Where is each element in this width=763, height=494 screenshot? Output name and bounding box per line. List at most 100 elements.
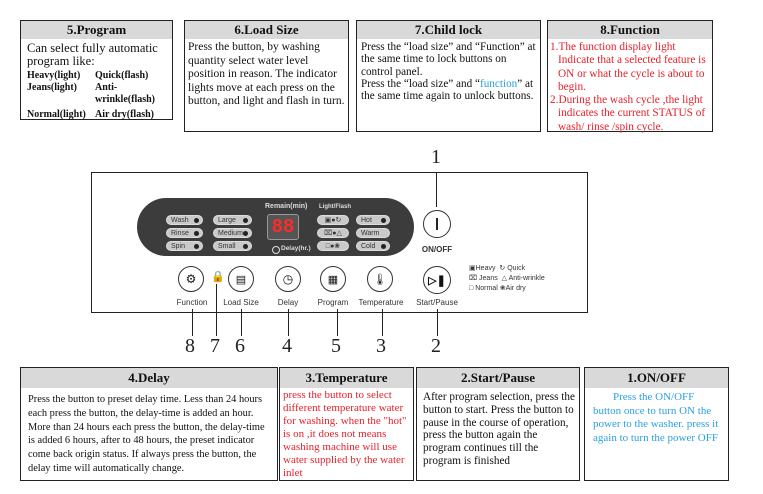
indicator-dot xyxy=(194,218,199,223)
leader-5 xyxy=(337,309,338,336)
legend-quick: Quick xyxy=(507,265,526,272)
child-lock-text-2b: ” at the same time again to unlock butto… xyxy=(361,77,534,103)
indicator-dot xyxy=(381,218,386,223)
heavy-icon: ▣ xyxy=(469,265,476,272)
indicator-dot xyxy=(243,244,248,249)
program-item: Quick(flash) xyxy=(95,70,149,81)
warm-label: Warm xyxy=(361,230,380,237)
warm-indicator: Warm xyxy=(356,228,390,238)
child-lock-box: 7.Child lock Press the “load size” and “… xyxy=(356,20,541,132)
delay-box-title: 4.Delay xyxy=(21,368,277,388)
power-icon xyxy=(436,218,438,230)
leader-8 xyxy=(192,309,193,336)
callout-7: 7 xyxy=(210,335,220,357)
rinse-indicator: Rinse xyxy=(166,228,203,238)
function-box: 8.Function 1.The function display light … xyxy=(547,20,713,133)
load-size-box: 6.Load Size Press the button, by washing… xyxy=(184,20,349,132)
play-pause-icon: ▷❚ xyxy=(428,274,446,287)
indicator-dot xyxy=(243,231,248,236)
spin-indicator: Spin xyxy=(166,241,203,251)
temperature-box: 3.Temperature press the button to select… xyxy=(279,367,414,481)
delay-text: Press the button to preset delay time. L… xyxy=(28,394,265,474)
delay-label: Delay xyxy=(277,298,299,307)
leader-2 xyxy=(437,309,438,336)
legend-jeans: Jeans xyxy=(479,275,498,282)
child-lock-text-2a: Press the “load size” and “ xyxy=(361,77,480,90)
program-item: Air dry(flash) xyxy=(95,109,154,120)
small-label: Small xyxy=(218,243,236,250)
start-pause-label: Start/Pause xyxy=(416,298,458,307)
medium-indicator: Medium xyxy=(213,228,252,238)
cold-label: Cold xyxy=(361,243,376,250)
callout-6: 6 xyxy=(235,335,245,357)
anti-wrinkle-icon: △ xyxy=(336,230,342,237)
jeans-icon: ⌧ xyxy=(469,275,478,282)
load-size-text: Press the button, by washing quantity se… xyxy=(188,41,345,108)
wash-label: Wash xyxy=(171,217,189,224)
program-item: Jeans(light) xyxy=(27,82,77,93)
time-display: 88 xyxy=(267,214,299,240)
indicator-dot xyxy=(381,244,386,249)
indicator-dot: ● xyxy=(331,217,336,224)
anti-wrinkle-icon: △ xyxy=(501,275,507,282)
leader-3 xyxy=(382,309,383,336)
program-item: Anti-wrinkle(flash) xyxy=(95,82,155,105)
leader-7 xyxy=(216,284,217,336)
spin-label: Spin xyxy=(171,243,186,250)
legend-row: ⌧ Jeans △ Anti-wrinkle xyxy=(469,274,545,284)
small-indicator: Small xyxy=(213,241,252,251)
air-dry-icon: ❀ xyxy=(499,285,506,292)
legend-normal: Normal xyxy=(475,285,498,292)
normal-icon: □ xyxy=(325,243,331,250)
callout-3: 3 xyxy=(376,335,386,357)
start-pause-text: After program selection, press the butto… xyxy=(423,391,575,467)
temperature-box-title: 3.Temperature xyxy=(280,368,413,388)
program-legend: ▣Heavy ↻ Quick ⌧ Jeans △ Anti-wrinkle □ … xyxy=(469,264,545,294)
cold-indicator: Cold xyxy=(356,241,390,251)
legend-air-dry: Air dry xyxy=(505,285,526,292)
hot-indicator: Hot xyxy=(356,215,390,225)
control-panel xyxy=(91,172,588,313)
function-button[interactable]: ⚙ xyxy=(178,266,204,292)
program-item: Normal(light) xyxy=(27,109,86,120)
function-item-1: 1.The function display light Indicate th… xyxy=(550,41,706,93)
normal-airdry-indicator: □●❀ xyxy=(317,241,349,251)
temperature-text: press the button to select different tem… xyxy=(283,389,407,479)
indicator-dot xyxy=(194,244,199,249)
remain-label: Remain(min) xyxy=(265,203,308,210)
load-size-box-title: 6.Load Size xyxy=(185,21,348,39)
delay-indicator xyxy=(272,246,280,254)
callout-1-leader xyxy=(436,172,437,207)
program-box: 5.Program Can select fully automatic pro… xyxy=(20,20,173,120)
delay-button[interactable]: ◷ xyxy=(275,266,301,292)
heavy-quick-indicator: ▣●↻ xyxy=(317,215,349,225)
on-off-text: Press the ON/OFF button once to turn ON … xyxy=(593,391,719,444)
program-intro: Can select fully automatic program like: xyxy=(27,41,158,68)
temperature-button[interactable]: 🌡 xyxy=(367,266,393,292)
rinse-label: Rinse xyxy=(171,230,189,237)
lock-icon: 🔒 xyxy=(211,271,225,283)
program-button[interactable]: ▦ xyxy=(320,266,346,292)
legend-row: ▣Heavy ↻ Quick xyxy=(469,264,545,274)
function-label: Function xyxy=(176,298,208,307)
program-label: Program xyxy=(317,298,349,307)
leader-6 xyxy=(241,309,242,336)
on-off-button[interactable] xyxy=(423,210,451,238)
large-label: Large xyxy=(218,217,236,224)
program-item: Heavy(light) xyxy=(27,70,81,81)
callout-8: 8 xyxy=(185,335,195,357)
load-size-button[interactable]: ▤ xyxy=(228,266,254,292)
child-lock-text-1: Press the “load size” and “Function” at … xyxy=(361,41,536,78)
start-pause-button[interactable]: ▷❚ xyxy=(423,266,451,294)
quick-icon: ↻ xyxy=(335,217,342,224)
indicator-dot xyxy=(194,231,199,236)
on-off-label: ON/OFF xyxy=(421,245,453,254)
hot-label: Hot xyxy=(361,217,372,224)
program-box-title: 5.Program xyxy=(21,21,172,39)
indicator-dot xyxy=(243,218,248,223)
function-item-2: 2.During the wash cycle ,the light indic… xyxy=(550,94,706,133)
on-off-box-title: 1.ON/OFF xyxy=(585,368,728,388)
air-dry-icon: ❀ xyxy=(334,243,341,250)
start-pause-box-title: 2.Start/Pause xyxy=(417,368,579,388)
light-flash-label: Light/Flash xyxy=(319,204,351,210)
